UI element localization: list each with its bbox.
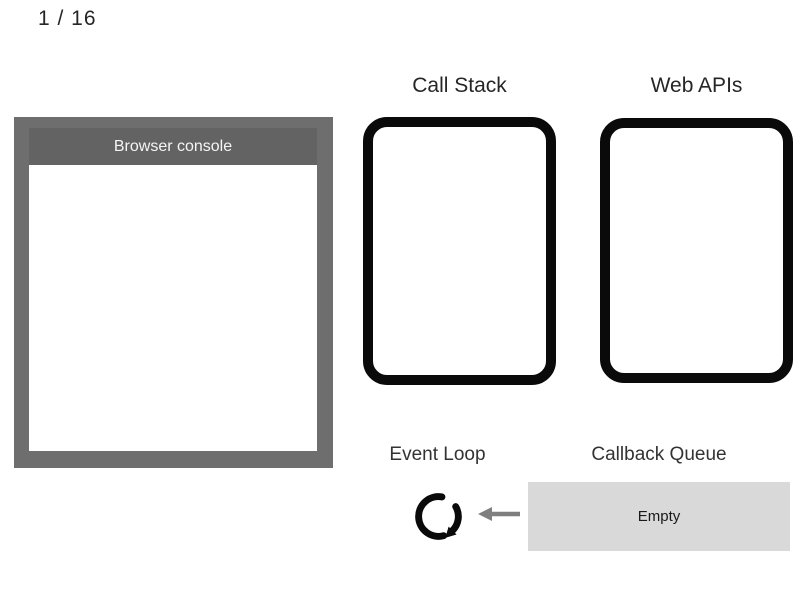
browser-console-output [29, 165, 317, 451]
browser-console-panel: Browser console [14, 117, 333, 468]
call-stack-heading: Call Stack [412, 74, 507, 97]
callback-queue-label: Callback Queue [591, 444, 727, 465]
web-apis-heading: Web APIs [650, 74, 743, 97]
browser-console-title: Browser console [113, 137, 233, 155]
slide-counter: 1 / 16 [38, 7, 97, 30]
left-arrow-icon [478, 506, 520, 522]
callback-queue-status: Empty [637, 508, 681, 525]
browser-console-titlebar: Browser console [29, 128, 317, 165]
call-stack-box [363, 117, 556, 385]
event-loop-cycle-icon [410, 488, 467, 545]
event-loop-label: Event Loop [389, 444, 486, 465]
callback-queue-box: Empty [528, 482, 790, 551]
web-apis-box [600, 118, 793, 383]
